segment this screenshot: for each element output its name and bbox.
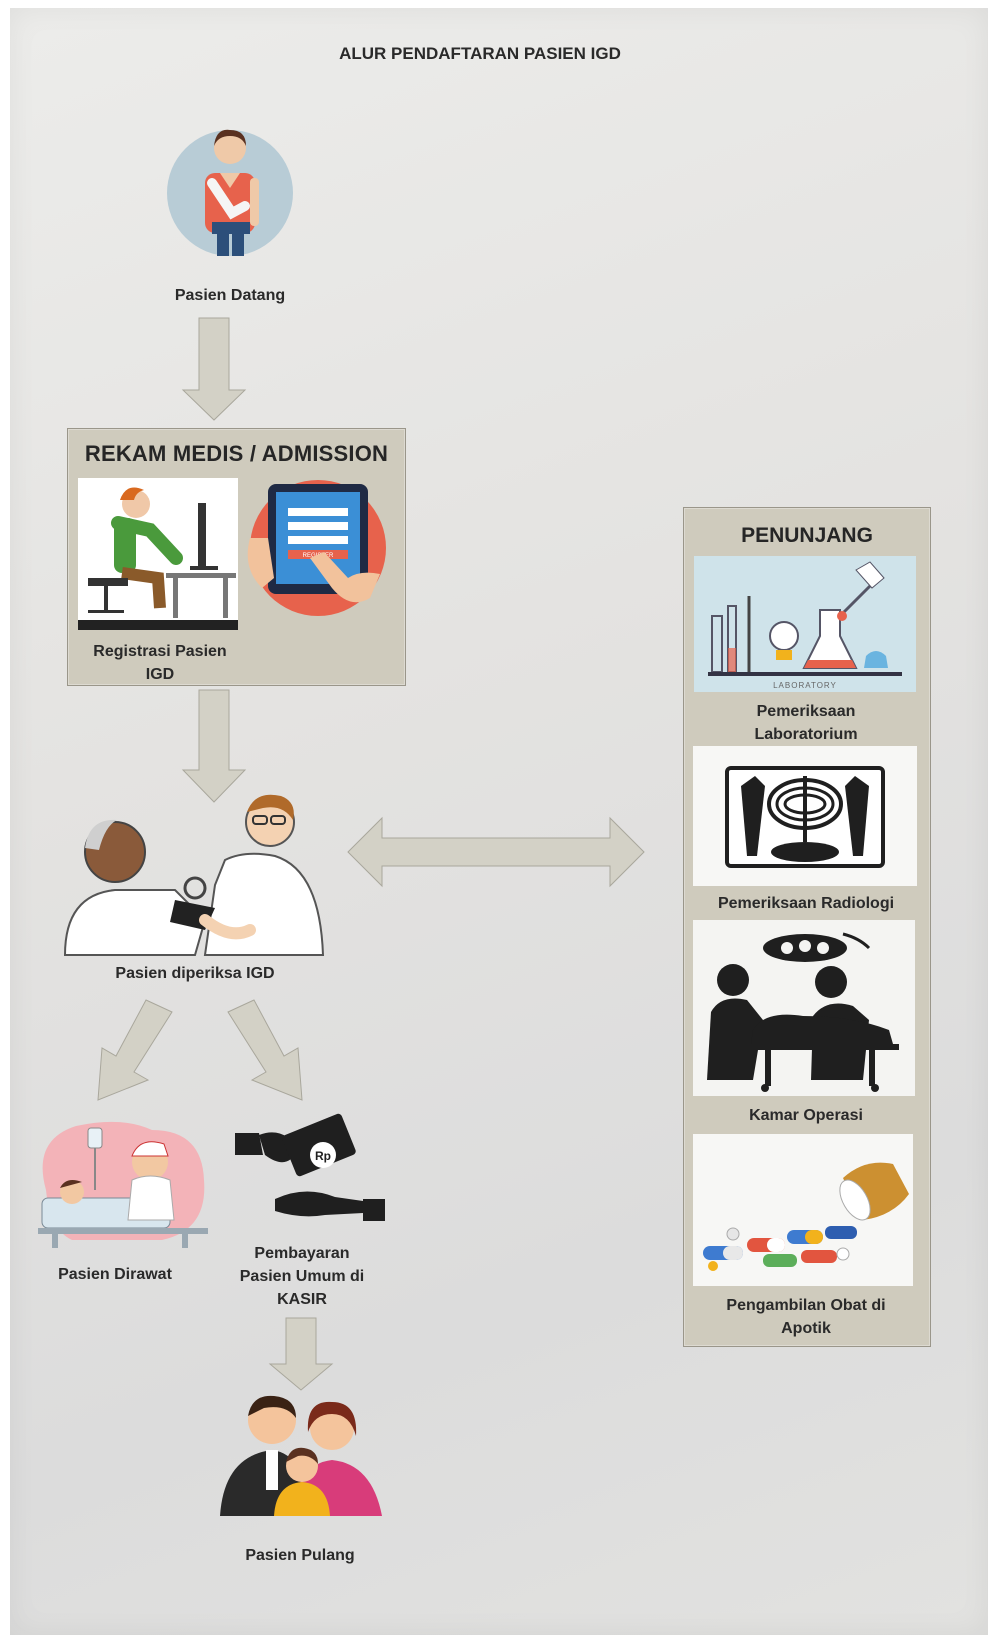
arrow-down-1 <box>181 317 247 421</box>
step-label-registration: Registrasi Pasien IGD <box>93 643 227 683</box>
arrow-diagonal-right <box>227 999 303 1101</box>
double-arrow-support <box>347 816 645 888</box>
arrow-down-2 <box>181 689 247 803</box>
arrow-down-3 <box>268 1317 334 1391</box>
step-label-treated: Pasien Dirawat <box>58 1266 172 1283</box>
support-label-operating-room: Kamar Operasi <box>749 1107 863 1124</box>
step-label-payment: Pembayaran Pasien Umum di KASIR <box>239 1245 365 1308</box>
laboratory-illustration: LABORATORY <box>694 556 916 692</box>
step-label-examined: Pasien diperiksa IGD <box>115 965 275 982</box>
treated-patient-illustration <box>38 1121 208 1248</box>
arrow-diagonal-left <box>97 999 173 1101</box>
family-icon <box>220 1395 382 1516</box>
support-title: PENUNJANG <box>741 524 873 547</box>
arriving-patient-illustration <box>167 129 293 256</box>
radiology-illustration <box>693 746 917 886</box>
doctor-examining-illustration <box>63 794 325 956</box>
support-label-pharmacy: Pengambilan Obat di Apotik <box>726 1297 886 1337</box>
rupiah-symbol: Rp <box>315 1149 331 1163</box>
operating-room-illustration <box>693 920 915 1096</box>
tablet-register-illustration: REGISTER <box>247 480 386 616</box>
step-label-arrive: Pasien Datang <box>174 287 286 304</box>
computer-user-illustration <box>78 478 238 630</box>
support-label-lab: Pemeriksaan Laboratorium <box>754 703 858 743</box>
admission-title: REKAM MEDIS / ADMISSION <box>84 441 389 466</box>
support-label-radiology: Pemeriksaan Radiologi <box>717 895 895 912</box>
payment-hands-icon: Rp <box>235 1113 385 1221</box>
medicine-pills-illustration <box>693 1134 913 1286</box>
step-label-home: Pasien Pulang <box>245 1547 355 1564</box>
lab-caption: LABORATORY <box>773 681 837 690</box>
page-title: ALUR PENDAFTARAN PASIEN IGD <box>339 44 621 63</box>
